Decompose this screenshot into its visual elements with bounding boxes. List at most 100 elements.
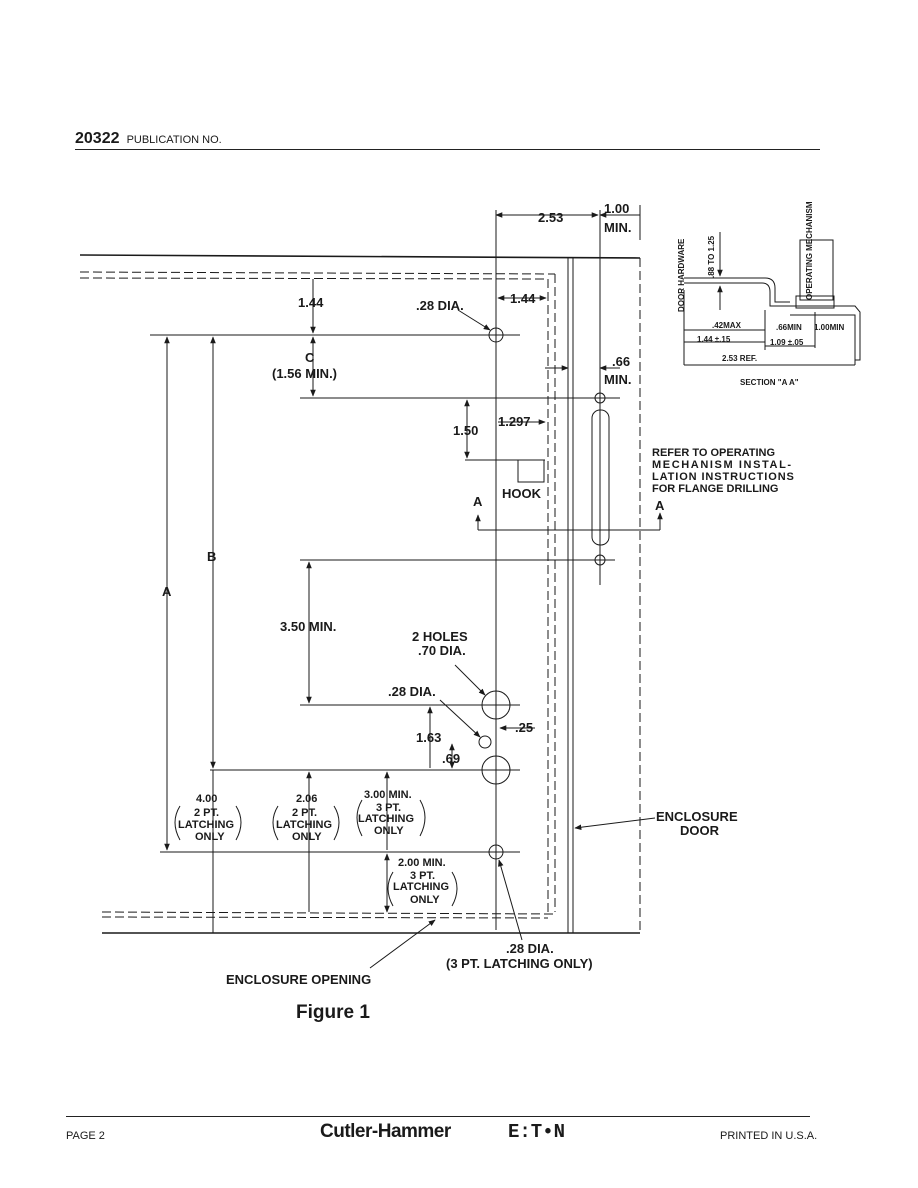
hole-slot-top <box>594 392 606 404</box>
leader-28dia-bot <box>498 859 523 941</box>
hole-070-upper <box>481 690 511 720</box>
publication-header: 20322 PUBLICATION NO. <box>75 130 222 148</box>
dim-28dia-mid-label: .28 DIA. <box>388 684 436 699</box>
eaton-logo: E:T•N <box>508 1121 566 1143</box>
hole-028-mid <box>478 735 492 749</box>
publication-number: 20322 <box>75 130 120 147</box>
dim-066-min-label: MIN. <box>604 372 631 387</box>
section-title: SECTION "A A" <box>740 378 799 387</box>
paren-c-right <box>419 799 426 837</box>
refer-note-1: REFER TO OPERATING <box>652 447 775 459</box>
paren-b-right <box>333 805 340 841</box>
section-109: 1.09 ±.05 <box>770 338 804 347</box>
hole-070-lower <box>481 755 511 785</box>
section-253ref: 2.53 REF. <box>722 354 757 363</box>
leader-28dia-mid <box>439 699 481 738</box>
dim-350min-label: 3.50 MIN. <box>280 619 336 634</box>
dim-300min-note-2: LATCHING <box>358 813 414 825</box>
dim-206-note-2: LATCHING <box>276 819 332 831</box>
hook <box>517 459 545 483</box>
section-a-left-label: A <box>473 494 483 509</box>
enclosure-bottom-dashed <box>101 911 556 915</box>
dim-400-note-3: ONLY <box>195 831 225 843</box>
dim-069-label: .69 <box>442 751 460 766</box>
dim-300min-note-1: 3 PT. <box>376 802 401 814</box>
leader-2holes <box>454 664 486 696</box>
refer-note-4: FOR FLANGE DRILLING <box>652 483 779 495</box>
dim-300min-label: 3.00 MIN. <box>364 789 412 801</box>
paren-d-left <box>387 871 394 907</box>
dim-144r-label: 1.44 <box>510 291 536 306</box>
hole-028-bot <box>488 844 504 860</box>
header-rule <box>75 149 820 150</box>
dim-156min-label: (1.56 MIN.) <box>272 366 337 381</box>
paren-b-left <box>272 805 279 841</box>
cutler-hammer-logo: Cutler-Hammer <box>320 1121 451 1142</box>
section-operating-mechanism: OPERATING MECHANISM <box>805 201 814 300</box>
enclosure-bottom-dashed-2 <box>101 916 549 919</box>
dim-1297-label: 1.297 <box>498 414 531 429</box>
dim-c-label: C <box>305 350 315 365</box>
leader-enclosure-opening <box>369 919 436 969</box>
publication-label: PUBLICATION NO. <box>126 134 222 146</box>
dim-025-label: .25 <box>515 720 533 735</box>
dim-206-note-1: 2 PT. <box>292 807 317 819</box>
section-door-hardware: DOOR HARDWARE <box>677 238 686 312</box>
dim-206-note-3: ONLY <box>292 831 322 843</box>
section-aa-drawing <box>683 232 861 366</box>
enclosure-door-label-2: DOOR <box>680 823 720 838</box>
figure-caption: Figure 1 <box>296 1002 370 1023</box>
leader-enclosure-door <box>574 817 656 830</box>
dim-400-label: 4.00 <box>196 793 217 805</box>
refer-note-3: LATION INSTRUCTIONS <box>652 471 795 483</box>
dim-206-label: 2.06 <box>296 793 317 805</box>
enclosure-inner-top-dashed <box>79 271 556 275</box>
dim-200min-note-1: 3 PT. <box>410 870 435 882</box>
dim-150-label: 1.50 <box>453 423 478 438</box>
paren-c-left <box>356 799 363 837</box>
enclosure-top-line <box>79 254 641 259</box>
section-a-right-label: A <box>655 498 665 513</box>
section-door-profile-2 <box>684 282 790 307</box>
latching-note: (3 PT. LATCHING ONLY) <box>446 956 593 971</box>
section-mechanism <box>799 239 834 301</box>
section-42max: .42MAX <box>712 321 742 330</box>
mechanism-slot <box>591 409 610 546</box>
section-144: 1.44 ±.15 <box>697 335 731 344</box>
dim-100-min-label: MIN. <box>604 220 631 235</box>
dim-b-label: B <box>207 549 216 564</box>
enclosure-door-label: ENCLOSURE <box>656 809 738 824</box>
refer-note-2: MECHANISM INSTAL- <box>652 459 793 471</box>
page-number: PAGE 2 <box>66 1130 105 1142</box>
dim-066-label: .66 <box>612 354 630 369</box>
dim-144-label: 1.44 <box>298 295 324 310</box>
enclosure-inner-top-dashed-2 <box>79 277 549 280</box>
enclosure-opening-label: ENCLOSURE OPENING <box>226 972 371 987</box>
dim-28dia-top-label: .28 DIA. <box>416 298 464 313</box>
section-door-profile <box>684 277 790 303</box>
dim-a-label: A <box>162 584 172 599</box>
dim-400-note-1: 2 PT. <box>194 807 219 819</box>
dim-300min-note-3: ONLY <box>374 825 404 837</box>
leader-28dia-top <box>457 309 491 331</box>
section-range: .88 TO 1.25 <box>707 235 716 278</box>
paren-a-right <box>235 805 242 841</box>
dim-100-label: 1.00 <box>604 201 629 216</box>
dim-28dia-bot-label: .28 DIA. <box>506 941 554 956</box>
hook-label: HOOK <box>502 486 542 501</box>
section-block <box>795 295 835 309</box>
two-holes-dia-label: .70 DIA. <box>418 643 466 658</box>
dim-253-label: 2.53 <box>538 210 563 225</box>
hole-slot-bot <box>594 554 606 566</box>
section-flange <box>790 305 861 361</box>
dim-200min-note-2: LATCHING <box>393 881 449 893</box>
dim-400-note-2: LATCHING <box>178 819 234 831</box>
footer-rule <box>66 1116 810 1117</box>
section-66min: .66MIN <box>776 323 802 332</box>
dim-163-label: 1.63 <box>416 730 441 745</box>
dim-200min-label: 2.00 MIN. <box>398 857 446 869</box>
paren-a-left <box>174 805 181 841</box>
printed-in-usa: PRINTED IN U.S.A. <box>720 1130 818 1142</box>
dim-200min-note-3: ONLY <box>410 894 440 906</box>
paren-d-right <box>451 871 458 907</box>
